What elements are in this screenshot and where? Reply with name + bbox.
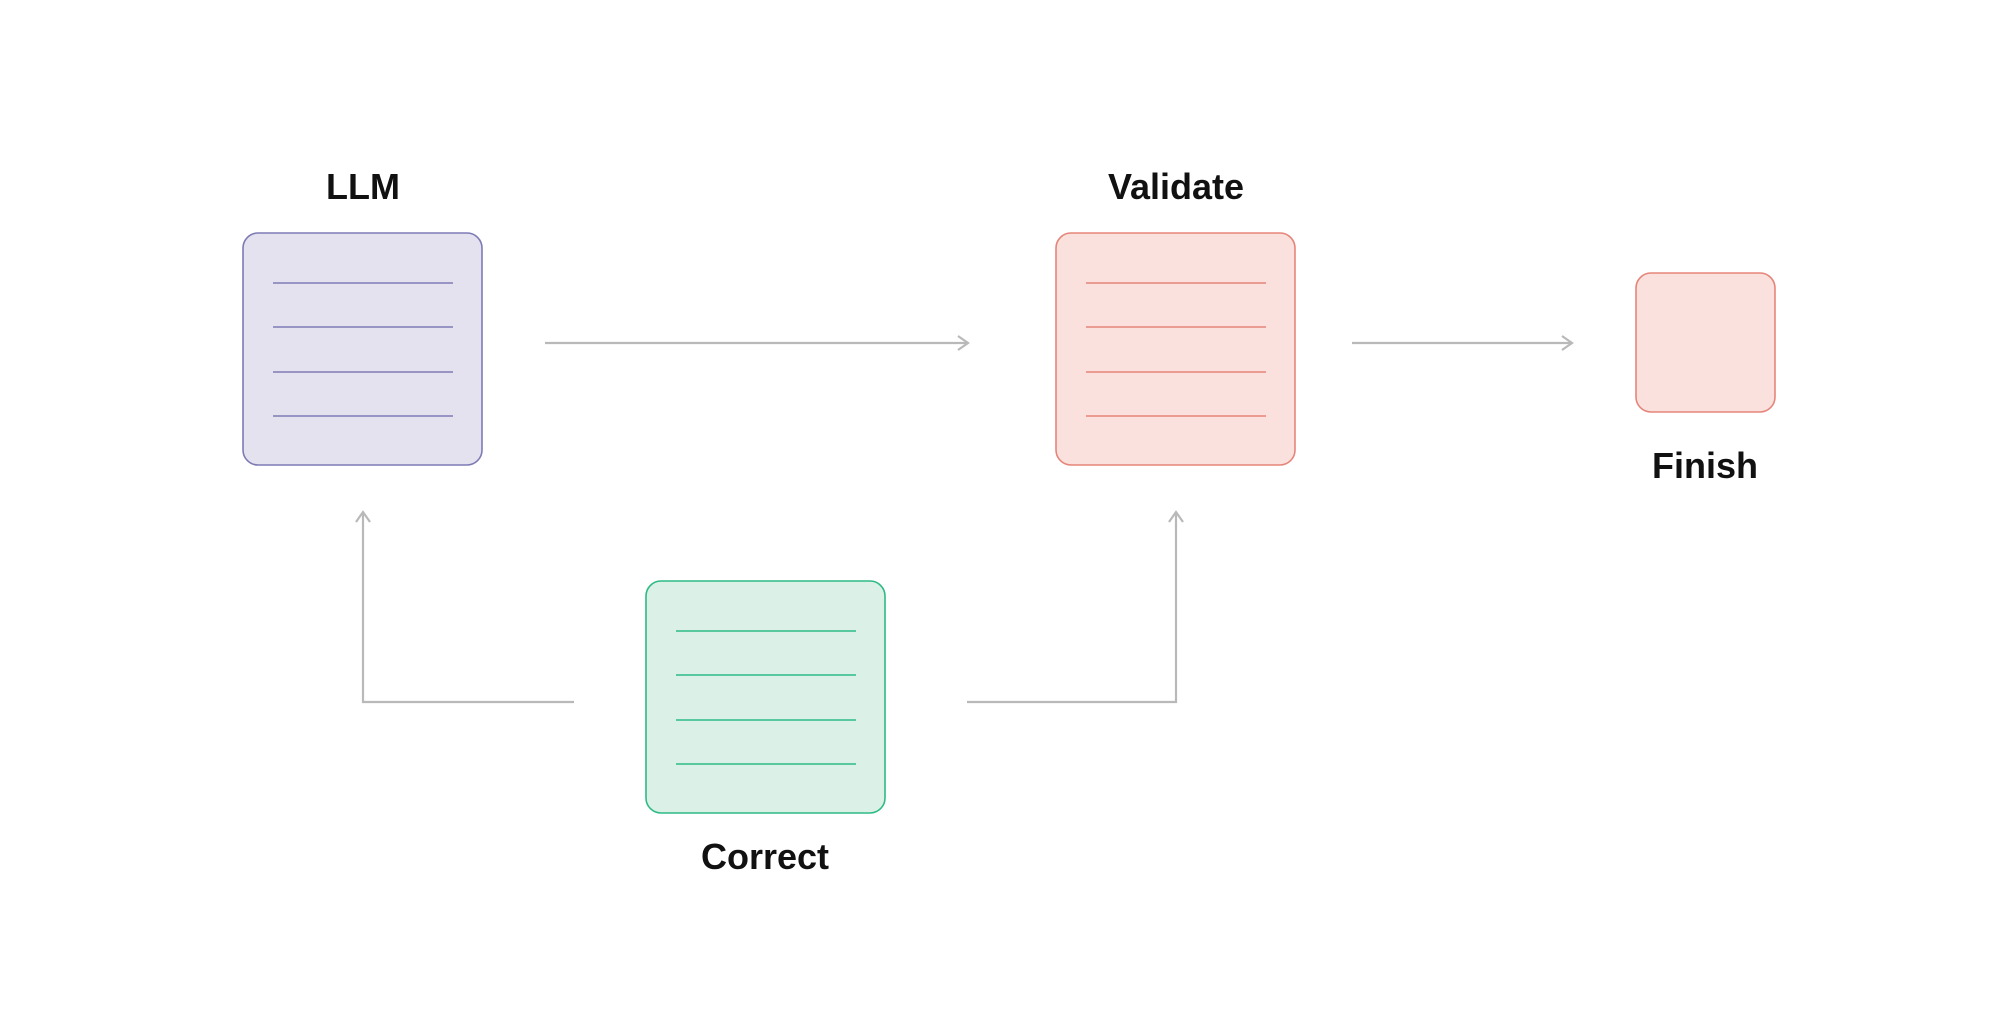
correct-node: Correct bbox=[645, 580, 886, 877]
validate-lines bbox=[1086, 282, 1266, 417]
correct-box bbox=[645, 580, 886, 814]
validate-node: Validate bbox=[1055, 166, 1296, 466]
finish-node: Finish bbox=[1635, 272, 1776, 486]
correct-label: Correct bbox=[701, 836, 829, 877]
validate-box bbox=[1055, 232, 1296, 466]
llm-node: LLM bbox=[242, 166, 483, 466]
correct-lines bbox=[676, 630, 856, 765]
llm-lines bbox=[273, 282, 453, 417]
llm-box bbox=[242, 232, 483, 466]
arrow-correct-to-llm bbox=[355, 510, 574, 704]
finish-label: Finish bbox=[1652, 445, 1758, 486]
arrow-correct-to-validate bbox=[967, 510, 1184, 704]
llm-label: LLM bbox=[326, 166, 400, 207]
finish-box bbox=[1635, 272, 1776, 413]
validate-label: Validate bbox=[1108, 166, 1244, 207]
connectors bbox=[355, 335, 1574, 704]
arrow-llm-to-validate bbox=[545, 335, 970, 351]
arrow-validate-to-finish bbox=[1352, 335, 1574, 351]
